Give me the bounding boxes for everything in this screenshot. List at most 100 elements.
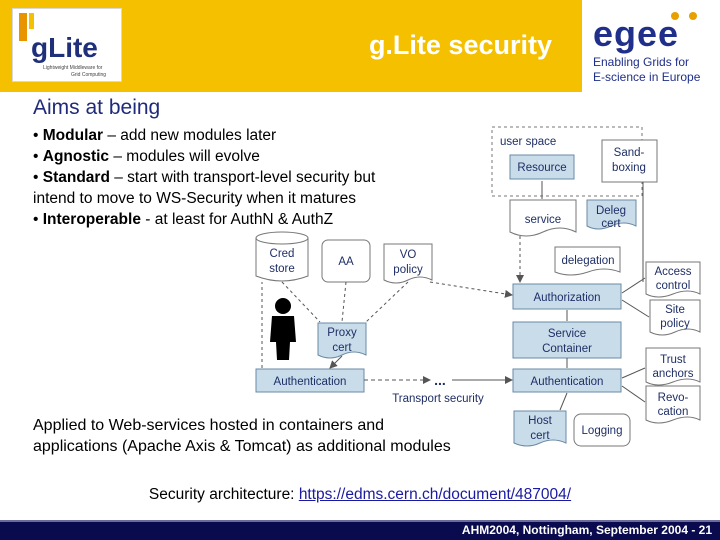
vo-policy-label-2: policy	[393, 264, 423, 276]
resource-box	[509, 154, 575, 180]
service-container-box	[512, 321, 622, 359]
revocation-auth-connector	[621, 385, 646, 403]
applied-text: Applied to Web-services hosted in contai…	[33, 415, 523, 457]
aims-heading: Aims at being	[33, 96, 161, 119]
cred-store-cylinder	[255, 238, 309, 282]
security-architecture-diagram: user space Resource Sand- boxing service…	[255, 126, 701, 447]
egee-dot-icon	[671, 12, 679, 20]
bullet-marker: •	[33, 148, 39, 165]
bullet-term: Modular	[42, 127, 104, 144]
delegation-shape	[554, 246, 621, 276]
bullet-term: Standard	[42, 169, 110, 186]
revocation-shape	[645, 385, 701, 424]
service-label: service	[525, 214, 561, 226]
service-container-label-1: Service	[548, 328, 586, 340]
aims-bullet-list: • Modular – add new modules later • Agno…	[33, 125, 453, 230]
bullet-standard-continuation: intend to move to WS-Security when it ma…	[33, 188, 453, 209]
proxy-cert-shape	[317, 322, 367, 359]
deleg-cert-shape	[586, 199, 637, 230]
cred-store-label-1: Cred	[270, 248, 295, 260]
applied-line-2: applications (Apache Axis & Tomcat) as a…	[33, 438, 451, 455]
trust-auth-connector	[621, 367, 646, 379]
diagram-connectors	[261, 181, 650, 411]
glite-logo: gLite Lightweight Middleware for Grid Co…	[12, 8, 122, 82]
host-cert-label-2: cert	[530, 430, 550, 442]
bullet-marker: •	[33, 211, 39, 228]
architecture-line: Security architecture: https://edms.cern…	[0, 486, 720, 504]
proxy-to-auth-connector	[329, 355, 343, 369]
sandboxing-label-1: Sand-	[614, 147, 645, 159]
bullet-text: intend to move to WS-Security when it ma…	[33, 190, 357, 207]
trust-anchors-shape	[645, 347, 701, 386]
footer-text: AHM2004, Nottingham, September 2004 - 21	[461, 523, 712, 537]
architecture-link[interactable]: https://edms.cern.ch/document/487004/	[298, 486, 572, 503]
revocation-label-2: cation	[658, 406, 689, 418]
revocation-label-1: Revo-	[658, 392, 689, 404]
bullet-marker: •	[33, 169, 39, 186]
egee-logo-graphic: egee Enabling Grids for E-science in Eur…	[593, 12, 701, 84]
access-control-label-1: Access	[654, 266, 691, 278]
access-control-label-2: control	[656, 280, 691, 292]
glite-tagline-1: Lightweight Middleware for	[43, 65, 103, 71]
egee-tagline-1: Enabling Grids for	[593, 55, 689, 69]
sandboxing-box	[601, 139, 658, 183]
architecture-label: Security architecture:	[148, 486, 299, 503]
user-person-icon	[270, 298, 296, 360]
site-policy-label-1: Site	[665, 304, 685, 316]
bullet-text: – add new modules later	[103, 127, 277, 144]
deleg-cert-label-1: Deleg	[596, 205, 626, 217]
egee-wordmark: egee	[593, 13, 679, 54]
site-policy-label-2: policy	[660, 318, 690, 330]
glite-logo-graphic: gLite Lightweight Middleware for Grid Co…	[19, 13, 106, 78]
bullet-text: - at least for AuthN & AuthZ	[140, 211, 334, 228]
logging-box	[573, 413, 631, 447]
proxy-cert-label-1: Proxy	[327, 327, 357, 339]
site-policy-shape	[649, 299, 701, 336]
egee-dot-icon	[689, 12, 697, 20]
bullet-interoperable: • Interoperable - at least for AuthN & A…	[33, 209, 453, 230]
authentication-left-label: Authentication	[274, 376, 347, 388]
aa-label: AA	[338, 256, 354, 268]
glite-tagline-2: Grid Computing	[71, 72, 106, 78]
bullet-text: – start with transport-level security bu…	[109, 169, 376, 186]
delegation-label: delegation	[561, 255, 614, 267]
resource-label: Resource	[517, 162, 566, 174]
vo-policy-label-1: VO	[400, 249, 417, 261]
access-control-shape	[645, 261, 701, 298]
trust-anchors-label-2: anchors	[653, 368, 694, 380]
slide-title: g.Lite security	[368, 30, 552, 60]
bullet-text: – modules will evolve	[109, 148, 260, 165]
transport-security-label: Transport security	[392, 393, 484, 405]
vo-policy-shape	[383, 243, 433, 284]
egee-tagline-2: E-science in Europe	[593, 70, 701, 84]
bullet-term: Agnostic	[42, 148, 110, 165]
glite-wordmark: gLite	[31, 32, 98, 63]
user-space-label: user space	[500, 136, 556, 148]
cred-store-label-2: store	[269, 263, 295, 275]
trust-anchors-label-1: Trust	[660, 354, 687, 366]
authorization-label: Authorization	[533, 292, 600, 304]
vo-to-proxy-connector	[365, 281, 409, 323]
footer-bar	[0, 520, 720, 540]
bullet-modular: • Modular – add new modules later	[33, 125, 453, 146]
bullet-agnostic: • Agnostic – modules will evolve	[33, 146, 453, 167]
cred-store-cylinder-top	[255, 231, 309, 245]
bullet-term: Interoperable	[42, 211, 141, 228]
bullet-standard: • Standard – start with transport-level …	[33, 167, 453, 188]
deleg-cert-label-2: cert	[601, 218, 621, 230]
authentication-right-label: Authentication	[531, 376, 604, 388]
host-cert-label-1: Host	[528, 415, 552, 427]
host-cert-shape	[513, 410, 567, 447]
access-authz-connector	[621, 277, 646, 294]
proxy-cert-label-2: cert	[332, 342, 352, 354]
authorization-box	[512, 283, 622, 310]
vo-to-authz-connector	[429, 281, 513, 298]
aa-to-proxy-connector	[341, 281, 347, 323]
egee-logo: egee Enabling Grids for E-science in Eur…	[585, 6, 720, 88]
sandboxing-label-2: boxing	[612, 162, 646, 174]
site-authz-connector	[621, 299, 650, 318]
authentication-right-box	[512, 368, 622, 393]
service-container-label-2: Container	[542, 343, 592, 355]
service-shape	[509, 199, 577, 237]
logging-label: Logging	[582, 425, 623, 437]
